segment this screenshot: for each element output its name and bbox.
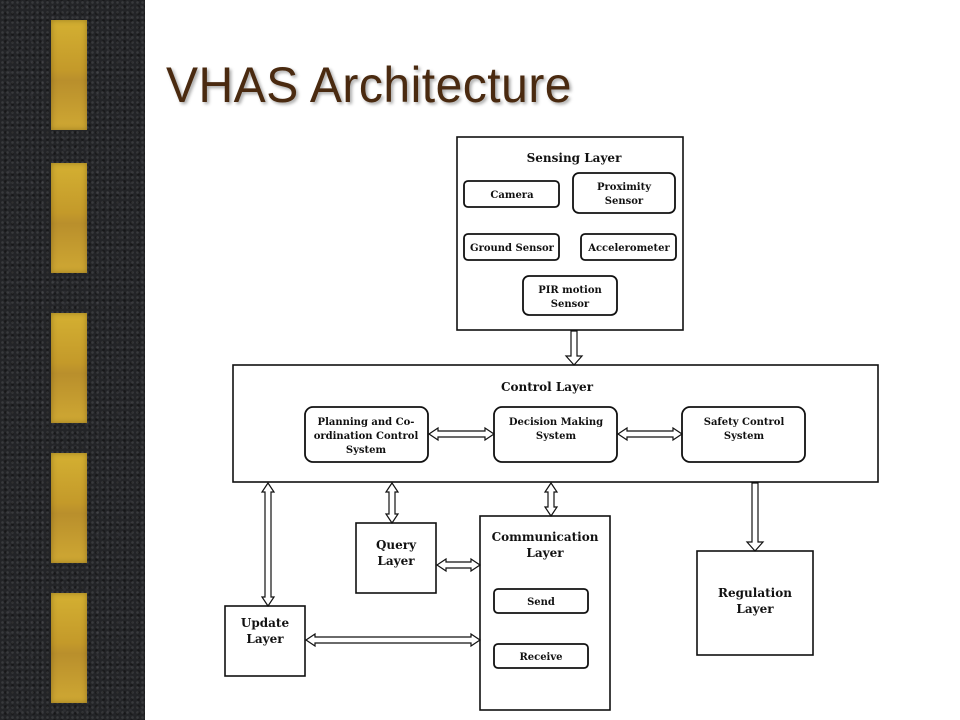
slide-title: VHAS Architecture <box>166 57 572 114</box>
arrow-control-update <box>260 481 276 608</box>
safety-system-label: System <box>724 431 765 442</box>
query-layer-box <box>355 522 437 594</box>
update-layer-label: Update <box>241 616 290 630</box>
ground-sensor-box <box>463 233 560 261</box>
arrow-control-communication <box>543 481 559 518</box>
update-layer-label: Layer <box>246 632 284 646</box>
decision-system-label: System <box>536 431 577 442</box>
send-box <box>493 588 589 614</box>
accelerometer-box <box>580 233 677 261</box>
planning-system-label: System <box>346 445 387 456</box>
planning-system-box <box>304 406 429 463</box>
pir-motion-sensor-label: PIR motion <box>538 285 602 296</box>
send-label: Send <box>527 597 555 608</box>
proximity-sensor-label: Proximity <box>597 182 652 193</box>
communication-layer-box <box>479 515 611 711</box>
control-layer-title: Control Layer <box>501 380 594 394</box>
road-stripe <box>51 20 87 130</box>
decision-system-label: Decision Making <box>509 417 603 428</box>
regulation-layer-label: Layer <box>736 602 774 616</box>
road-background <box>0 0 145 720</box>
communication-layer-title: Layer <box>526 546 564 560</box>
camera-label: Camera <box>490 190 534 201</box>
arrow-query-communication <box>435 557 482 573</box>
arrow-update-communication <box>304 632 482 648</box>
receive-label: Receive <box>519 652 562 663</box>
road-stripe <box>51 163 87 273</box>
ground-sensor-label: Ground Sensor <box>470 243 555 254</box>
communication-layer-title: Communication <box>492 530 599 544</box>
camera-box <box>463 180 560 208</box>
road-stripe <box>51 453 87 563</box>
proximity-sensor-label: Sensor <box>605 196 644 207</box>
regulation-layer-label: Regulation <box>718 586 792 600</box>
planning-system-label: ordination Control <box>314 431 419 442</box>
sensing-layer-box <box>456 136 684 331</box>
safety-system-label: Safety Control <box>704 417 785 428</box>
sensing-layer-title: Sensing Layer <box>527 151 622 165</box>
arrow-decision-safety <box>616 426 684 442</box>
query-layer-label: Query <box>376 538 417 552</box>
accelerometer-label: Accelerometer <box>587 243 670 254</box>
control-layer-box <box>232 364 879 483</box>
arrow-planning-decision <box>427 426 496 442</box>
pir-motion-sensor-label: Sensor <box>551 299 590 310</box>
receive-box <box>493 643 589 669</box>
query-layer-label: Layer <box>377 554 415 568</box>
proximity-sensor-box <box>572 172 676 214</box>
road-stripe <box>51 313 87 423</box>
planning-system-label: Planning and Co- <box>318 417 415 428</box>
update-layer-box <box>224 605 306 677</box>
arrow-control-regulation <box>745 482 765 552</box>
pir-motion-sensor-box <box>522 275 618 316</box>
arrow-control-query <box>384 481 400 525</box>
arrow-sensing-to-control <box>564 330 584 366</box>
road-stripe <box>51 593 87 703</box>
